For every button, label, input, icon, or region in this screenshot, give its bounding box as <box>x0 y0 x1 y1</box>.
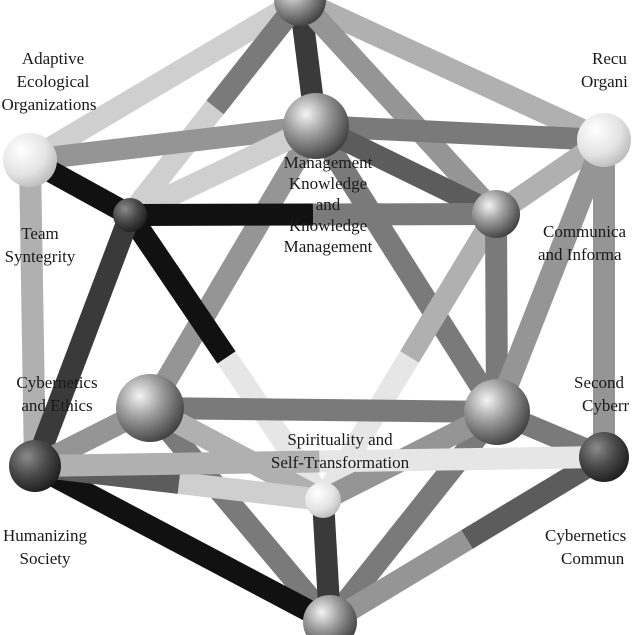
node-sphere <box>3 133 57 187</box>
label-recursive-organizations: Recu Organi <box>578 47 635 93</box>
strut <box>461 447 610 549</box>
strut <box>141 400 339 630</box>
strut <box>125 116 321 225</box>
strut <box>313 351 419 506</box>
label-adaptive-ecological-organizations: Adaptive Ecological Organizations <box>0 47 106 116</box>
label-line: Cybernetics <box>16 373 98 392</box>
strut <box>312 203 497 226</box>
label-line: Self-Transformation <box>270 453 410 472</box>
label-line: and Ethics <box>21 396 93 415</box>
node-sphere <box>116 374 184 442</box>
label-line: and Informa <box>538 245 622 264</box>
label-team-syntegrity: Team Syntegrity <box>0 222 86 268</box>
node-sphere <box>113 198 147 232</box>
label-humanizing-society: Humanizing Society <box>0 524 100 570</box>
strut <box>311 116 501 224</box>
strut <box>486 135 615 417</box>
node-sphere <box>303 595 357 635</box>
label-line: Knowledge <box>288 216 368 235</box>
label-line: Adaptive <box>21 49 85 68</box>
label-line: Cyberr <box>582 396 630 415</box>
strut <box>217 351 333 507</box>
label-communication-information: Communica and Informa <box>538 220 635 266</box>
label-line: Management <box>283 153 373 172</box>
strut <box>140 120 326 414</box>
node-sphere <box>464 379 530 445</box>
label-line: Organi <box>581 72 628 91</box>
strut <box>120 208 236 364</box>
label-line: Knowledge <box>288 174 368 193</box>
label-line: Syntegrity <box>4 247 76 266</box>
label-line: Ecological <box>16 72 90 91</box>
strut <box>321 405 506 629</box>
label-line: Second <box>574 373 625 392</box>
strut <box>24 211 141 470</box>
strut <box>28 115 318 171</box>
label-line: Organizations <box>1 95 97 114</box>
strut <box>177 472 325 511</box>
strut <box>485 213 508 413</box>
label-line: Recu <box>592 49 627 68</box>
label-line: Cybernetics <box>545 526 627 545</box>
strut <box>400 208 506 363</box>
label-cybernetics-community: Cybernetics Commun <box>545 524 635 570</box>
label-line: Humanizing <box>2 526 88 545</box>
node-sphere <box>274 0 326 26</box>
label-line: and <box>315 195 341 214</box>
label-cybernetics-and-ethics: Cybernetics and Ethics <box>4 371 110 417</box>
node-sphere <box>577 113 631 167</box>
node-sphere <box>283 93 349 159</box>
label-management-knowledge: Management Knowledge and Knowledge Manag… <box>263 152 393 257</box>
label-line: Management <box>283 237 373 256</box>
label-line: Communica <box>543 222 627 241</box>
strut <box>24 0 306 170</box>
label-line: Society <box>19 549 71 568</box>
strut <box>19 159 46 467</box>
strut <box>319 446 605 473</box>
node-sphere <box>472 190 520 238</box>
strut <box>129 203 314 226</box>
strut <box>291 0 505 222</box>
label-line: Spirituality and <box>287 430 393 449</box>
strut <box>149 397 498 423</box>
label-spirituality-self-transformation: Spirituality and Self-Transformation <box>250 428 430 474</box>
label-second-order-cybernetics: Second Cyberr <box>574 371 635 417</box>
strut <box>306 120 507 418</box>
strut <box>29 456 336 632</box>
strut <box>295 0 609 150</box>
node-sphere <box>305 482 341 518</box>
node-sphere <box>579 432 629 482</box>
label-line: Commun <box>561 549 625 568</box>
strut <box>315 115 605 151</box>
strut <box>34 450 320 477</box>
node-sphere <box>9 440 61 492</box>
label-line: Team <box>21 224 59 243</box>
